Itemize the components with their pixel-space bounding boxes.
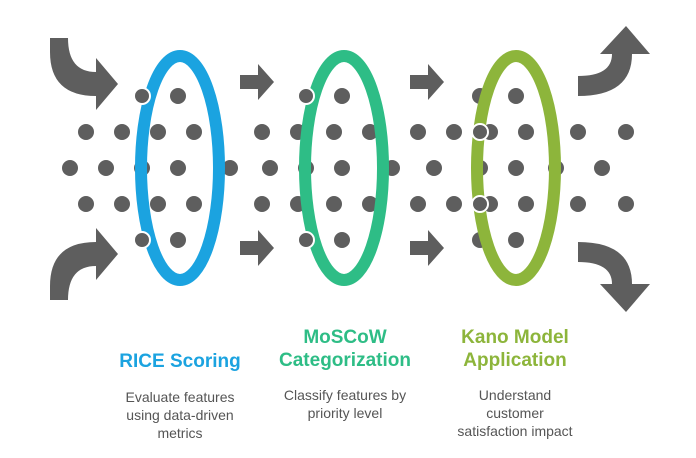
grid-dot	[618, 124, 634, 140]
grid-dot	[334, 160, 350, 176]
curved-arrow-icon	[50, 38, 118, 110]
grid-dot	[518, 196, 534, 212]
grid-dot	[334, 232, 350, 248]
ring-dot	[471, 123, 489, 141]
ring-dot	[297, 87, 315, 105]
grid-dot	[594, 160, 610, 176]
grid-dot	[170, 88, 186, 104]
grid-dot	[426, 160, 442, 176]
grid-dot	[518, 124, 534, 140]
grid-dot	[170, 160, 186, 176]
grid-dot	[222, 160, 238, 176]
grid-dot	[262, 160, 278, 176]
stage-1-description: Evaluate features using data-driven metr…	[125, 389, 235, 441]
grid-dot	[446, 196, 462, 212]
grid-dot	[362, 124, 378, 140]
grid-dot	[170, 232, 186, 248]
grid-dot	[410, 124, 426, 140]
arrow-right-icon	[240, 230, 274, 266]
stage-1-title: RICE Scoring	[119, 351, 241, 372]
ring-dot	[133, 87, 151, 105]
grid-dot	[186, 196, 202, 212]
ring-dot	[471, 195, 489, 213]
grid-dot	[326, 196, 342, 212]
grid-dot	[508, 88, 524, 104]
grid-dot	[150, 124, 166, 140]
grid-dot	[508, 160, 524, 176]
ring-dot	[133, 231, 151, 249]
grid-dot	[254, 124, 270, 140]
grid-dot	[570, 196, 586, 212]
grid-dot	[446, 124, 462, 140]
grid-dot	[410, 196, 426, 212]
arrow-right-icon	[410, 64, 444, 100]
grid-dot	[114, 196, 130, 212]
ring-dot	[297, 231, 315, 249]
stage-3-description: Understand customer satisfaction impact	[457, 387, 573, 439]
stage-1-ring	[135, 50, 225, 286]
stage-2-ring	[299, 50, 389, 286]
grid-dot	[98, 160, 114, 176]
arrow-right-icon	[410, 230, 444, 266]
curved-arrow-icon	[578, 242, 650, 312]
stage-2-description: Classify features by priority level	[283, 387, 407, 421]
grid-dot	[618, 196, 634, 212]
arrow-right-icon	[240, 64, 274, 100]
grid-dot	[78, 124, 94, 140]
grid-dot	[508, 232, 524, 248]
grid-dot	[78, 196, 94, 212]
stage-3-title: Kano Model Application	[461, 327, 569, 371]
curved-arrow-icon	[578, 26, 650, 96]
stage-3-ring	[471, 50, 561, 286]
grid-dot	[150, 196, 166, 212]
grid-dot	[326, 124, 342, 140]
grid-dot	[186, 124, 202, 140]
grid-dot	[570, 124, 586, 140]
flow-arrows	[50, 26, 650, 312]
grid-dot	[114, 124, 130, 140]
stage-2-title: MoSCoW Categorization	[279, 327, 411, 371]
grid-dot	[334, 88, 350, 104]
grid-dot	[62, 160, 78, 176]
curved-arrow-icon	[50, 228, 118, 300]
stage-rings	[133, 50, 561, 286]
grid-dot	[362, 196, 378, 212]
grid-dot	[254, 196, 270, 212]
